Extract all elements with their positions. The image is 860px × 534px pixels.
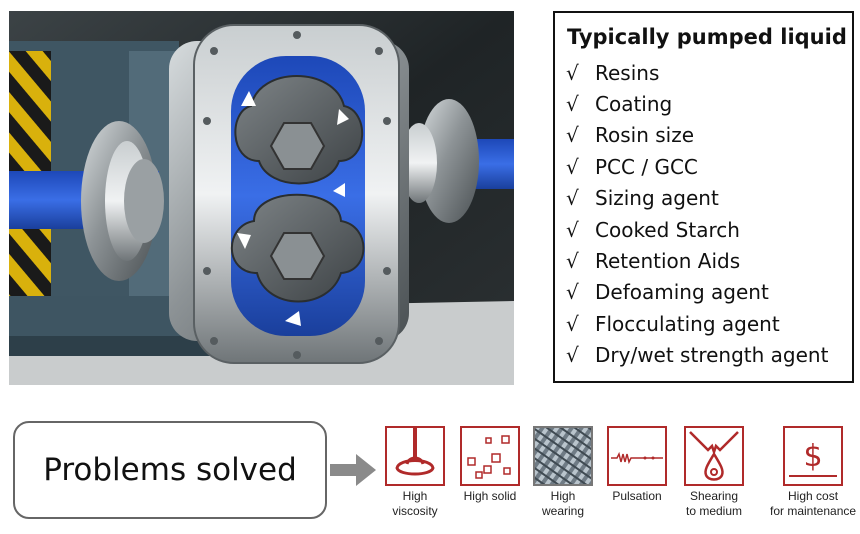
problems-solved-box: Problems solved — [13, 421, 327, 519]
shearing-drop-icon — [684, 426, 744, 486]
check-mark-icon: √ — [566, 249, 579, 274]
check-mark-icon: √ — [566, 186, 579, 211]
issue-high-viscosity: High viscosity — [385, 426, 445, 519]
viscosity-icon — [385, 426, 445, 486]
issue-label: High cost for maintenance — [770, 489, 857, 518]
rotary-lobe-pump-image — [9, 11, 514, 385]
issue-label: Shearing to medium — [685, 489, 743, 518]
pulsation-icon — [607, 426, 667, 486]
list-item: √Resins — [566, 60, 660, 85]
check-mark-icon: √ — [566, 217, 579, 242]
check-mark-icon: √ — [566, 343, 579, 368]
issue-high-solid: High solid — [460, 426, 520, 504]
dollar-symbol: $ — [803, 439, 822, 474]
solid-particles-icon — [460, 426, 520, 486]
list-item: √Cooked Starch — [566, 217, 740, 242]
list-item: √Flocculating agent — [566, 311, 780, 336]
issue-pulsation: Pulsation — [607, 426, 667, 504]
issue-shearing: Shearing to medium — [684, 426, 744, 519]
pumped-liquids-panel: Typically pumped liquid √Resins √Coating… — [553, 11, 854, 383]
issue-high-wearing: High wearing — [533, 426, 593, 519]
list-item: √Sizing agent — [566, 186, 719, 211]
pumped-liquids-title: Typically pumped liquid — [567, 25, 847, 49]
check-mark-icon: √ — [566, 92, 579, 117]
arrow-right-icon — [330, 454, 376, 486]
list-item: √Rosin size — [566, 123, 695, 148]
check-mark-icon: √ — [566, 123, 579, 148]
issue-label: High solid — [463, 489, 517, 503]
list-item: √Dry/wet strength agent — [566, 343, 829, 368]
pumped-liquids-list: √Resins √Coating √Rosin size √PCC / GCC … — [566, 57, 828, 371]
list-item: √PCC / GCC — [566, 154, 698, 179]
list-item: √Coating — [566, 92, 673, 117]
check-mark-icon: √ — [566, 280, 579, 305]
issue-high-cost: $ High cost for maintenance — [770, 426, 856, 519]
list-item: √Retention Aids — [566, 249, 741, 274]
dollar-icon: $ — [783, 426, 844, 486]
wear-texture-icon — [533, 426, 593, 486]
issue-label: Pulsation — [612, 489, 662, 503]
check-mark-icon: √ — [566, 154, 579, 179]
list-item: √Defoaming agent — [566, 280, 769, 305]
issue-label: High wearing — [541, 489, 585, 518]
check-mark-icon: √ — [566, 311, 579, 336]
problems-solved-label: Problems solved — [43, 452, 297, 488]
check-mark-icon: √ — [566, 60, 579, 85]
issue-label: High viscosity — [392, 489, 438, 518]
